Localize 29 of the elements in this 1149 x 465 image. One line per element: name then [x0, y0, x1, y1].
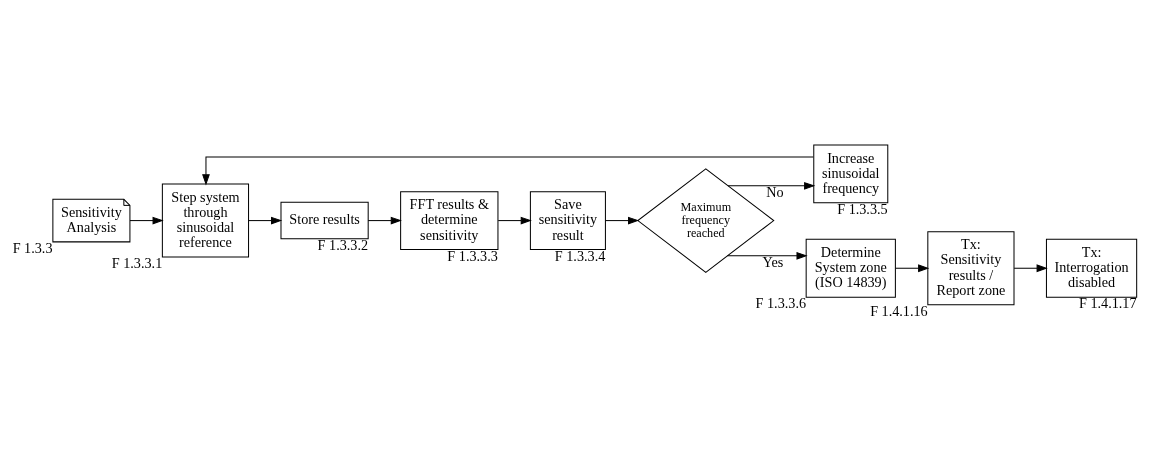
node-box: FFT results & determine sensitivity	[400, 191, 499, 250]
arrow	[895, 264, 930, 273]
node-box: Store results	[280, 201, 369, 240]
node-box: Tx: Interrogation disabled	[1045, 238, 1138, 298]
node-label: F 1.3.3.3	[447, 247, 498, 264]
edge-label: Yes	[762, 254, 784, 271]
node-box: Determine System zone (ISO 14839)	[805, 238, 896, 298]
arrow	[248, 216, 283, 225]
node-box: Increase sinusoidal frequency	[813, 144, 889, 204]
arrow	[1013, 264, 1048, 273]
node-label: F 1.3.3.1	[111, 255, 163, 272]
arrow	[202, 156, 814, 186]
node-label: F 1.4.1.16	[870, 303, 928, 320]
node-label: F 1.3.3	[12, 240, 53, 257]
arrow	[497, 216, 532, 225]
node-label: F 1.3.3.4	[554, 247, 606, 264]
arrow	[727, 181, 816, 190]
edge-label: No	[766, 184, 784, 201]
node-label: F 1.3.3.6	[755, 295, 807, 312]
node-box: Tx: Sensitivity results / Report zone	[927, 231, 1015, 306]
arrow	[605, 216, 640, 225]
node-label: F 1.4.1.17	[1079, 295, 1137, 312]
arrow	[367, 216, 402, 225]
node-label: F 1.3.3.5	[837, 201, 888, 218]
arrow	[129, 216, 164, 225]
node-label: F 1.3.3.2	[317, 237, 369, 254]
arrow	[727, 251, 808, 260]
node-box: Save sensitivity result	[529, 191, 606, 250]
node-box: Step system through sinusoidal reference	[161, 183, 250, 258]
